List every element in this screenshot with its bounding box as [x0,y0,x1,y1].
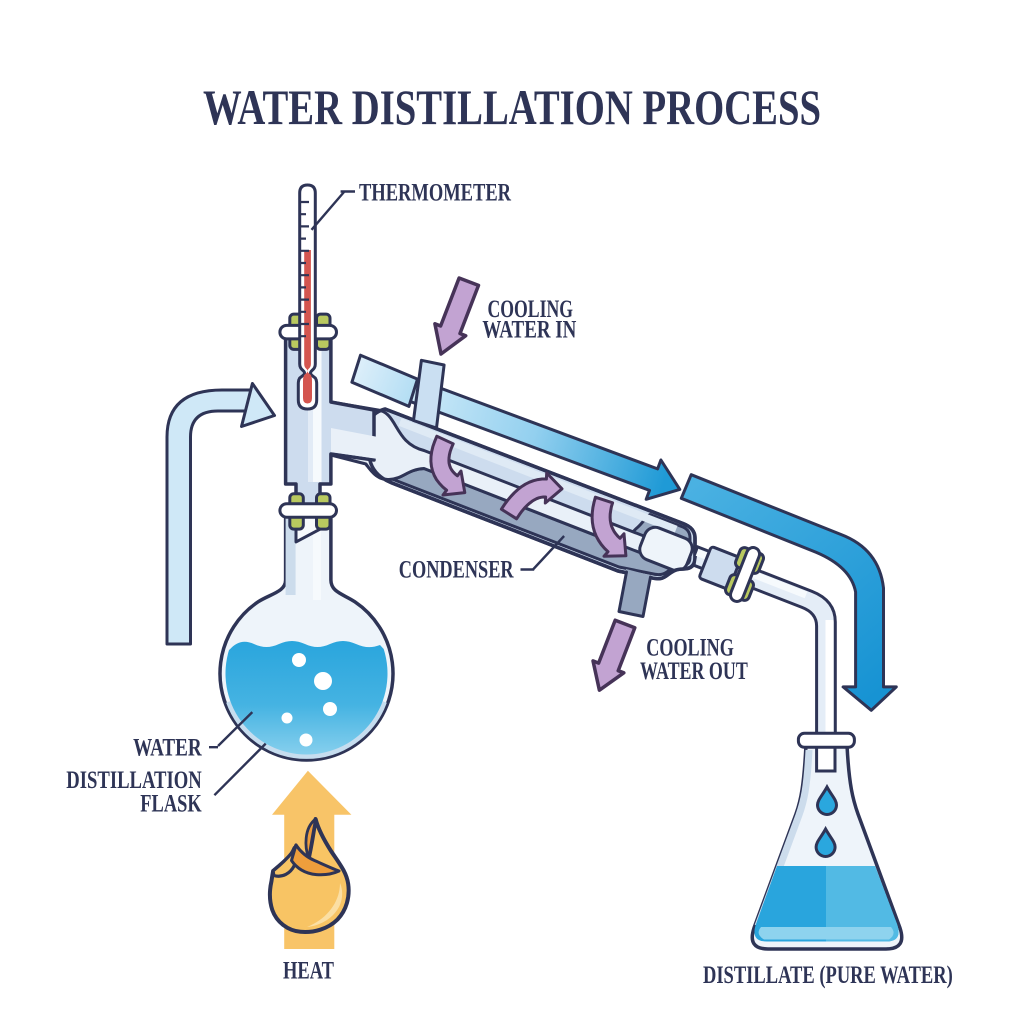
svg-text:DISTILLATE (PURE WATER): DISTILLATE (PURE WATER) [703,962,953,989]
svg-text:HEAT: HEAT [283,957,334,984]
svg-text:CONDENSER: CONDENSER [399,556,514,583]
svg-text:WATER DISTILLATION PROCESS: WATER DISTILLATION PROCESS [203,79,821,135]
svg-text:WATER: WATER [133,735,202,762]
svg-text:COOLING: COOLING [488,296,574,323]
svg-text:FLASK: FLASK [140,791,202,818]
svg-text:WATER OUT: WATER OUT [640,658,748,685]
svg-text:DISTILLATION: DISTILLATION [66,767,201,794]
svg-text:THERMOMETER: THERMOMETER [359,180,512,207]
svg-text:COOLING: COOLING [646,635,734,662]
svg-text:WATER IN: WATER IN [482,317,576,344]
